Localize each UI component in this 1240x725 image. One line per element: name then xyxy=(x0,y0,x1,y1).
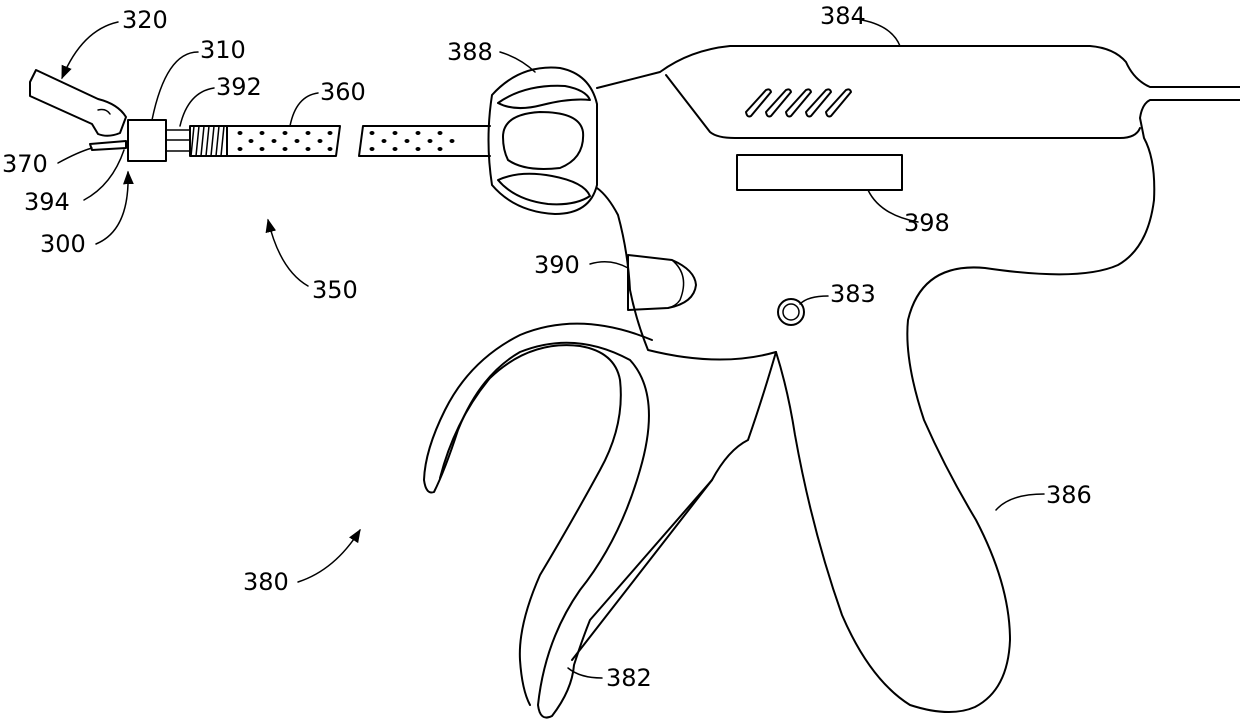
label-382: 382 xyxy=(606,664,652,692)
label-394: 394 xyxy=(24,188,70,216)
label-398: 398 xyxy=(904,209,950,237)
leader-370 xyxy=(58,148,92,163)
label-384: 384 xyxy=(820,2,866,30)
knob-middle-flute xyxy=(503,112,583,169)
leader-360 xyxy=(290,93,318,126)
knob-lower-flute xyxy=(498,174,590,205)
rods-392 xyxy=(166,130,190,151)
label-350: 350 xyxy=(312,276,358,304)
label-380: 380 xyxy=(243,568,289,596)
label-390: 390 xyxy=(534,251,580,279)
shaft-right-segment xyxy=(359,126,490,156)
vent-slots xyxy=(746,89,851,116)
leader-392 xyxy=(180,88,214,126)
leader-300 xyxy=(96,172,128,244)
handle-assembly xyxy=(597,46,1240,712)
label-310: 310 xyxy=(200,36,246,64)
block-310 xyxy=(128,120,166,161)
knob-upper-flute xyxy=(498,86,590,108)
display-window-398 xyxy=(737,155,902,190)
button-390-edge xyxy=(668,260,684,308)
leader-350 xyxy=(268,220,308,286)
shaft xyxy=(190,126,490,156)
jaw-pivot xyxy=(98,110,110,115)
leader-388 xyxy=(500,52,535,72)
shaft-perforations xyxy=(238,131,455,151)
label-383: 383 xyxy=(830,280,876,308)
leader-394 xyxy=(84,150,124,200)
trigger-outline xyxy=(424,324,776,718)
jaw-320 xyxy=(30,70,126,136)
label-386: 386 xyxy=(1046,481,1092,509)
leader-390 xyxy=(590,262,628,268)
knob-outline xyxy=(489,68,598,214)
leader-383 xyxy=(800,296,828,304)
leader-386 xyxy=(996,494,1044,510)
label-360: 360 xyxy=(320,78,366,106)
leader-310 xyxy=(152,52,198,120)
trigger-web xyxy=(572,480,712,660)
trigger-inner-outline xyxy=(440,345,621,705)
label-320: 320 xyxy=(122,6,168,34)
jaw-370 xyxy=(90,141,126,150)
label-388: 388 xyxy=(447,38,493,66)
end-effector xyxy=(30,70,190,161)
housing-seam xyxy=(666,75,1140,138)
button-390 xyxy=(628,255,696,310)
handle-housing-outline xyxy=(597,46,1240,712)
trigger-380 xyxy=(424,324,776,718)
rotation-knob xyxy=(489,68,598,214)
coil-windings xyxy=(191,126,224,156)
label-300: 300 xyxy=(40,230,86,258)
leader-lines xyxy=(58,20,1044,678)
leader-320 xyxy=(62,22,118,78)
leader-380 xyxy=(298,530,360,582)
label-392: 392 xyxy=(216,73,262,101)
shaft-left-segment xyxy=(227,126,340,156)
leader-384 xyxy=(862,20,900,46)
label-370: 370 xyxy=(2,150,48,178)
